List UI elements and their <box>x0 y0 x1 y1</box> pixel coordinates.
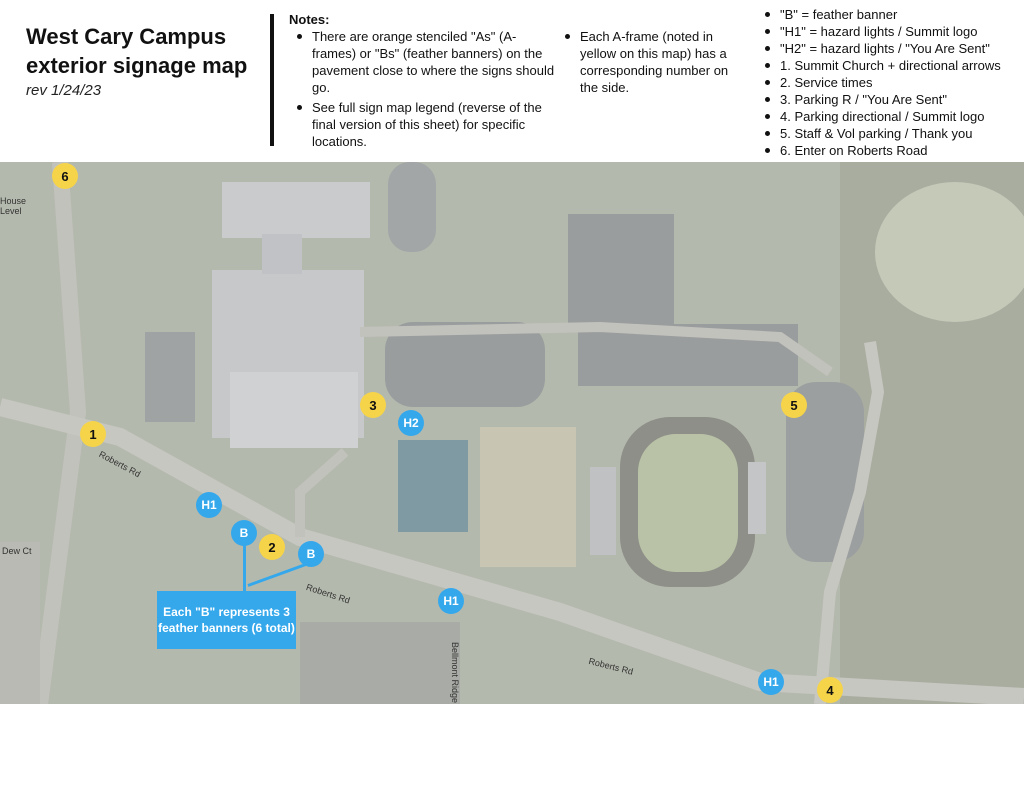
notes-heading: Notes: <box>289 12 330 27</box>
legend-item: 1. Summit Church + directional arrows <box>758 57 1020 74</box>
road-label-dew: Dew Ct <box>2 546 32 556</box>
road-label-bellmont: Bellmont Ridge Dr <box>450 642 460 704</box>
note-item: Each A-frame (noted in yellow on this ma… <box>558 28 748 96</box>
header-divider <box>270 14 274 146</box>
aframe-marker-2[interactable]: 2 <box>259 534 285 560</box>
aframe-note: Each A-frame (noted in yellow on this ma… <box>558 28 748 96</box>
road-label-house: House Level <box>0 196 27 216</box>
revision-date: rev 1/24/23 <box>26 82 102 99</box>
note-item: See full sign map legend (reverse of the… <box>290 99 560 150</box>
hazard-marker-h1[interactable]: H1 <box>438 588 464 614</box>
legend-item: "B" = feather banner <box>758 6 1020 23</box>
aframe-marker-5[interactable]: 5 <box>781 392 807 418</box>
banner-marker-b[interactable]: B <box>231 520 257 546</box>
callout-connector <box>243 544 246 592</box>
note-item: There are orange stenciled "As" (A-frame… <box>290 28 560 96</box>
hazard-marker-h2[interactable]: H2 <box>398 410 424 436</box>
notes-list: There are orange stenciled "As" (A-frame… <box>290 28 560 153</box>
legend-item: 3. Parking R / "You Are Sent" <box>758 91 1020 108</box>
hazard-marker-h1[interactable]: H1 <box>196 492 222 518</box>
legend-list: "B" = feather banner "H1" = hazard light… <box>758 6 1020 159</box>
legend-item: 5. Staff & Vol parking / Thank you <box>758 125 1020 142</box>
banner-callout: Each "B" represents 3 feather banners (6… <box>157 591 296 649</box>
aframe-marker-1[interactable]: 1 <box>80 421 106 447</box>
aframe-marker-4[interactable]: 4 <box>817 677 843 703</box>
campus-map[interactable]: Roberts Rd Roberts Rd Roberts Rd Bellmon… <box>0 162 1024 704</box>
page-title: West Cary Campus exterior signage map <box>26 24 248 78</box>
aerial-map-image <box>0 162 1024 704</box>
legend-item: 2. Service times <box>758 74 1020 91</box>
legend-item: "H1" = hazard lights / Summit logo <box>758 23 1020 40</box>
hazard-marker-h1[interactable]: H1 <box>758 669 784 695</box>
aframe-marker-6[interactable]: 6 <box>52 163 78 189</box>
aframe-marker-3[interactable]: 3 <box>360 392 386 418</box>
legend-item: "H2" = hazard lights / "You Are Sent" <box>758 40 1020 57</box>
legend-item: 4. Parking directional / Summit logo <box>758 108 1020 125</box>
legend-item: 6. Enter on Roberts Road <box>758 142 1020 159</box>
